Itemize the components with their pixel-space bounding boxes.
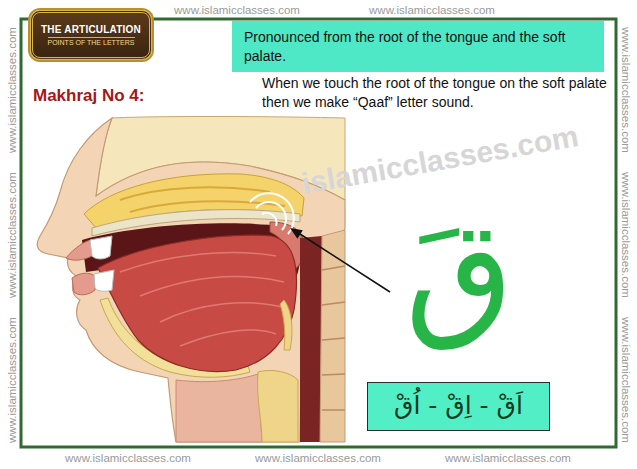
epiglottis (280, 300, 292, 350)
heading: Makhraj No 4: (33, 86, 144, 106)
watermark: www.islamicclasses.com (6, 27, 18, 153)
watermark: www.islamicclasses.com (65, 452, 191, 464)
leader-line (300, 234, 390, 292)
sound-waves (250, 193, 294, 234)
watermark: www.islamicclasses.com (174, 4, 300, 16)
watermark: www.islamicclasses.com (255, 452, 381, 464)
watermark: www.islamicclasses.com (369, 4, 495, 16)
page-frame (21, 19, 616, 447)
upper-lip (66, 240, 92, 260)
larynx (258, 370, 298, 442)
watermark: www.islamicclasses.com (620, 27, 632, 153)
box-text: Pronounced from the root of the tongue a… (244, 28, 592, 64)
box-text: THE ARTICULATION (41, 24, 141, 35)
spine (320, 230, 345, 442)
watermark: www.islamicclasses.com (445, 452, 571, 464)
info-box: Pronounced from the root of the tongue a… (232, 21, 604, 72)
upper-teeth (90, 236, 112, 259)
tongue-fibres (120, 253, 286, 346)
watermark: www.islamicclasses.com (620, 172, 632, 298)
watermark: www.islamicclasses.com (620, 317, 632, 443)
lower-teeth (94, 270, 114, 291)
logo-badge: THE ARTICULATION POINTS OF THE LETTERS (30, 10, 152, 60)
box-text: اَقْ - اِقْ - اُقْ (394, 390, 523, 423)
neck-muscle (176, 374, 262, 442)
tongue (98, 235, 296, 371)
watermark: www.islamicclasses.com (6, 317, 18, 443)
watermark: www.islamicclasses.com (6, 172, 18, 298)
arabic-letter: قَ (405, 195, 514, 349)
pronunciation-box: اَقْ - اِقْ - اُقْ (367, 382, 550, 431)
pharynx (300, 236, 322, 442)
lower-lip (72, 273, 95, 295)
vertebrae (322, 266, 345, 410)
nasal-conchae (120, 187, 285, 212)
head-skin (37, 118, 345, 442)
arrowhead (290, 228, 303, 239)
box-subtext: POINTS OF THE LETTERS (48, 37, 135, 46)
description-text: When we touch the root of the tongue on … (262, 74, 607, 112)
